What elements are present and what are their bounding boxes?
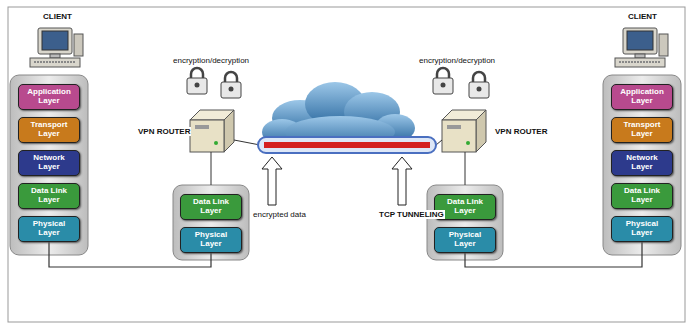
layer-name: Network Layer [612, 152, 672, 174]
text-label: VPN ROUTER [494, 127, 548, 136]
layer-box: Network Layer [611, 150, 673, 176]
layer-name: Application Layer [612, 86, 672, 108]
layer-name: Physical Layer [435, 229, 495, 251]
pointer-arrow [392, 157, 412, 205]
client-stack-panel [10, 75, 88, 255]
wire [234, 140, 260, 145]
text-label: CLIENT [627, 12, 658, 21]
layer-name: Data Link Layer [19, 185, 79, 207]
padlock-icon [433, 68, 453, 94]
client-computer [30, 28, 83, 67]
text-label: VPN ROUTER [137, 127, 191, 136]
layer-box: Transport Layer [18, 117, 80, 143]
layer-name: Transport Layer [19, 119, 79, 141]
wire [465, 152, 466, 185]
layer-box: Application Layer [611, 84, 673, 110]
layer-name: Physical Layer [181, 229, 241, 251]
layer-box: Data Link Layer [180, 194, 242, 220]
padlock-icon [187, 68, 207, 94]
text-label: encrypted data [252, 210, 307, 219]
text-label: CLIENT [42, 12, 73, 21]
layer-box: Transport Layer [611, 117, 673, 143]
router-stack-panel [173, 185, 249, 260]
layer-box: Network Layer [18, 150, 80, 176]
padlock-icon [469, 72, 489, 98]
layer-box: Physical Layer [434, 227, 496, 253]
layer-name: Physical Layer [19, 218, 79, 240]
layer-name: Application Layer [19, 86, 79, 108]
vpn-router-icon [442, 110, 486, 152]
layer-name: Network Layer [19, 152, 79, 174]
router-stack-panel [427, 185, 503, 260]
layer-name: Transport Layer [612, 119, 672, 141]
layer-box: Data Link Layer [611, 183, 673, 209]
frame-border [8, 7, 685, 322]
wire [211, 152, 212, 185]
layer-name: Physical Layer [612, 218, 672, 240]
layer-box: Data Link Layer [18, 183, 80, 209]
vpn-router-icon [190, 110, 234, 152]
tcp-tunnel [258, 137, 436, 153]
layer-name: Data Link Layer [181, 196, 241, 218]
layer-box: Physical Layer [611, 216, 673, 242]
layer-name: Data Link Layer [612, 185, 672, 207]
client-computer [615, 28, 668, 67]
text-label: TCP TUNNELING [378, 210, 445, 219]
padlock-icon [221, 72, 241, 98]
pointer-arrow [262, 157, 282, 205]
encrypted-stream [264, 142, 430, 148]
text-label: encryption/decryption [172, 56, 250, 65]
layer-box: Application Layer [18, 84, 80, 110]
layer-box: Physical Layer [18, 216, 80, 242]
layer-box: Physical Layer [180, 227, 242, 253]
client-stack-panel [603, 75, 681, 255]
text-label: encryption/decryption [418, 56, 496, 65]
